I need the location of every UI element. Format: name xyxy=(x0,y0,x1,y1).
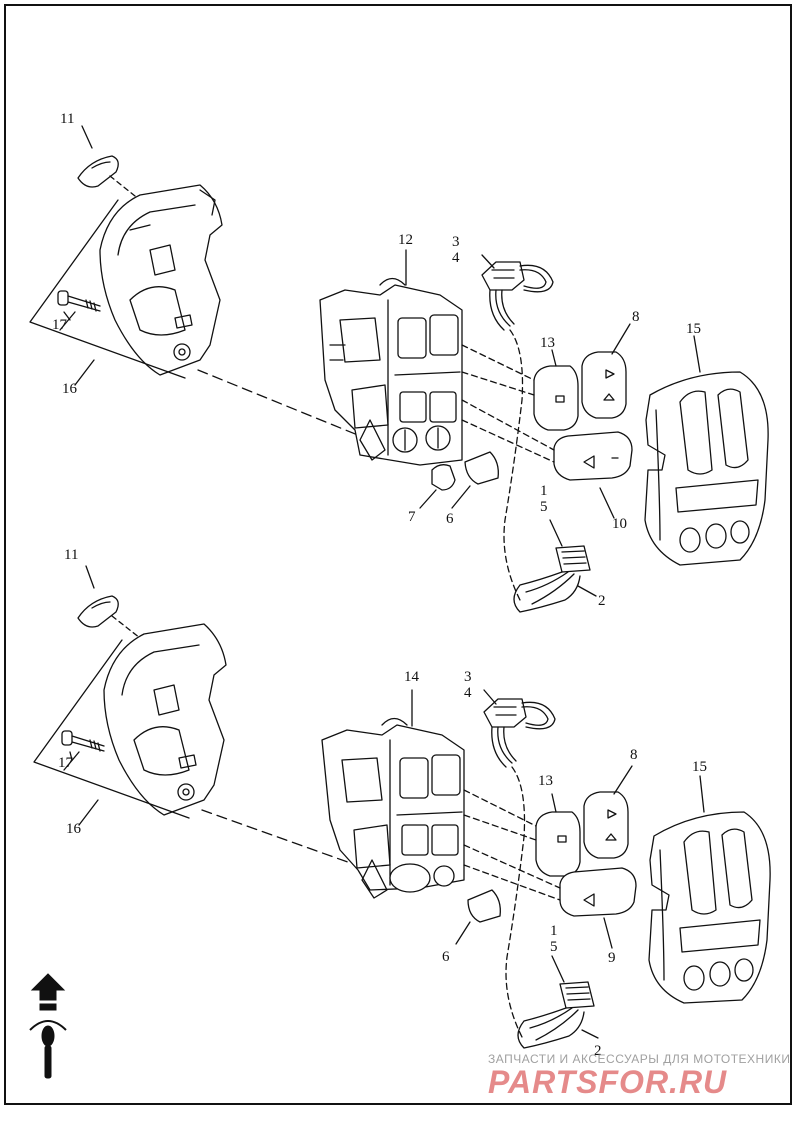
callout-1: 1 xyxy=(550,923,558,939)
callout-8: 8 xyxy=(630,747,638,763)
upper-cap-11 xyxy=(77,155,119,188)
callout-12: 12 xyxy=(398,232,413,248)
callout-11: 11 xyxy=(64,547,79,563)
callout-3: 3 xyxy=(464,669,472,685)
callout-16: 16 xyxy=(62,381,77,397)
callout-15: 15 xyxy=(686,321,701,337)
lower-switch-assembly-14 xyxy=(321,717,465,899)
lower-upper-housing-15 xyxy=(648,811,771,1004)
lower-screw-17 xyxy=(61,730,105,752)
lower-button-6 xyxy=(467,889,501,923)
lower-lower-housing-16 xyxy=(103,623,227,816)
upper-upper-housing-15 xyxy=(644,371,769,566)
callout-6: 6 xyxy=(446,511,454,527)
callout-16: 16 xyxy=(66,821,81,837)
callout-17: 17 xyxy=(52,317,67,333)
watermark-tagline: ЗАПЧАСТИ И АКСЕССУАРЫ ДЛЯ МОТОТЕХНИКИ xyxy=(488,1052,791,1066)
callout-4: 4 xyxy=(464,685,472,701)
callout-17: 17 xyxy=(58,755,73,771)
callout-15: 15 xyxy=(692,759,707,775)
lower-cap-11 xyxy=(77,595,119,628)
upper-button-8 xyxy=(581,351,627,419)
callout-4: 4 xyxy=(452,250,460,266)
upper-switch-assembly-12 xyxy=(319,277,463,466)
callout-2: 2 xyxy=(594,1043,602,1059)
callout-9: 9 xyxy=(608,950,616,966)
upper-connector-3-4 xyxy=(481,261,554,331)
callout-3: 3 xyxy=(452,234,460,250)
upper-lower-housing-16 xyxy=(99,184,223,376)
callout-13: 13 xyxy=(540,335,555,351)
callout-7: 7 xyxy=(408,509,416,525)
callout-1: 1 xyxy=(540,483,548,499)
upper-connector-1-5 xyxy=(513,545,591,613)
lower-button-8 xyxy=(583,791,629,859)
upper-screw-17 xyxy=(57,290,101,312)
callout-14: 14 xyxy=(404,669,419,685)
callout-5: 5 xyxy=(540,499,548,515)
lower-button-13 xyxy=(535,811,581,877)
forward-direction-arrow-icon xyxy=(29,973,67,1079)
upper-button-6 xyxy=(464,451,499,485)
upper-button-7 xyxy=(431,464,456,491)
callout-13: 13 xyxy=(538,773,553,789)
callout-10: 10 xyxy=(612,516,627,532)
lower-connector-3-4 xyxy=(483,698,556,768)
callout-8: 8 xyxy=(632,309,640,325)
diagram-border xyxy=(4,4,792,1105)
callout-2: 2 xyxy=(598,593,606,609)
callout-11: 11 xyxy=(60,111,75,127)
watermark-logo: PARTSFOR.RU xyxy=(488,1064,728,1100)
callout-5: 5 xyxy=(550,939,558,955)
lower-button-9 xyxy=(559,867,637,917)
callout-6: 6 xyxy=(442,949,450,965)
lower-connector-1-5 xyxy=(517,981,595,1049)
